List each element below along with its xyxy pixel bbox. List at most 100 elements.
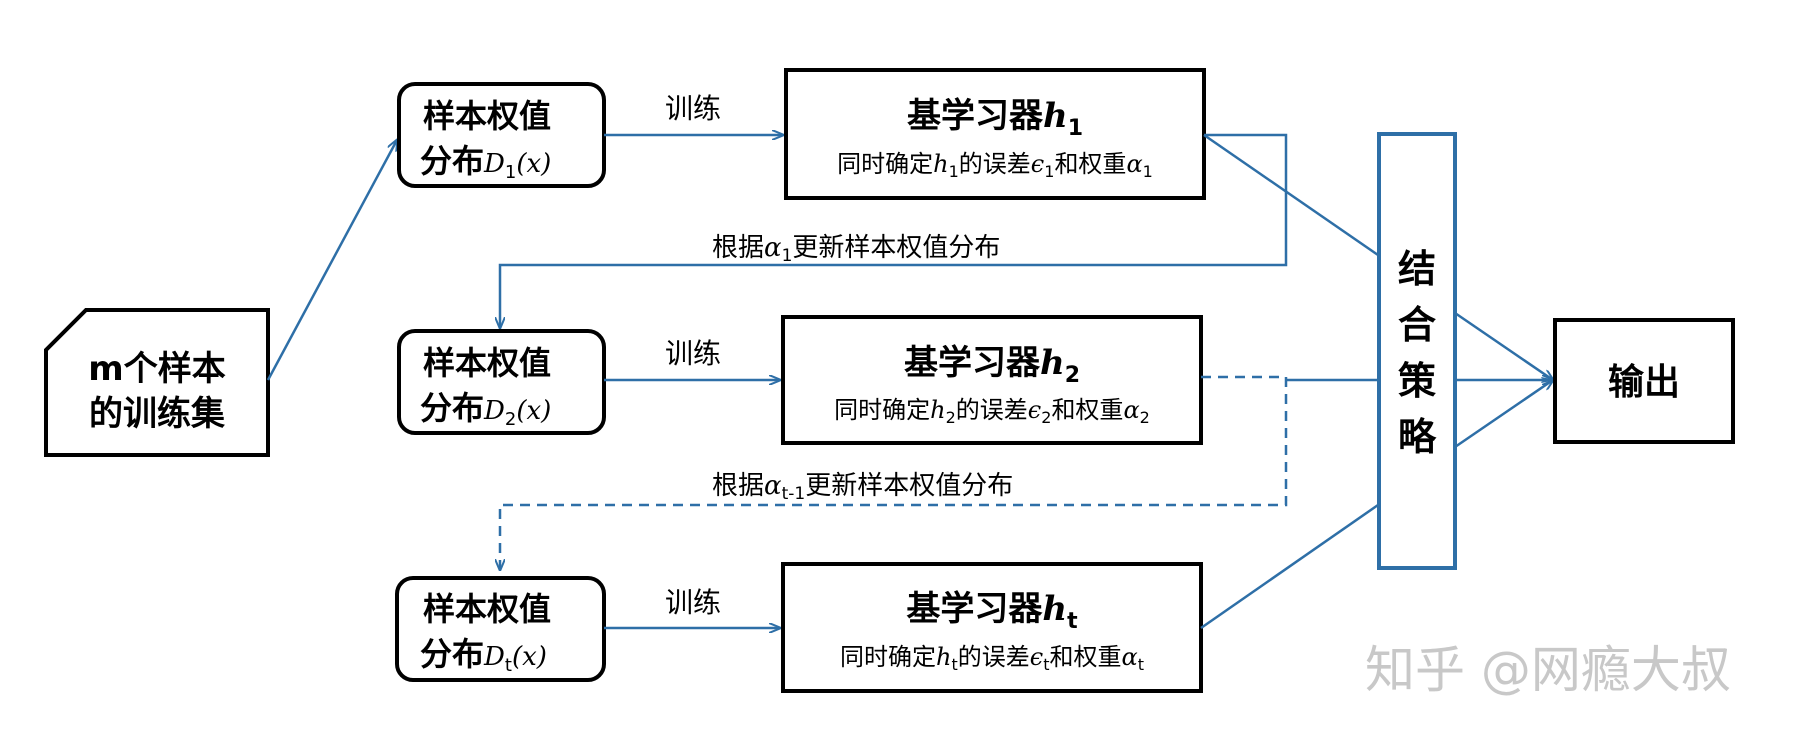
learner-1-title-text: 基学习器 [907, 96, 1044, 136]
learner-1-sub: 1 [1068, 116, 1083, 141]
arrow-strategy-to-output-bottom [1454, 380, 1553, 449]
learner-3-desc-and: 和权重 [1049, 643, 1121, 671]
learner-1-desc-and: 和权重 [1054, 150, 1126, 178]
learner-3-title-text: 基学习器 [906, 589, 1043, 629]
learner-1-desc-prefix: 同时确定 [837, 150, 933, 178]
weight-box-1-line1: 样本权值 [423, 97, 551, 135]
feedback-1-suffix: 更新样本权值分布 [792, 233, 1000, 263]
learner-box-2-desc: 同时确定h2的误差ϵ2和权重α2 [834, 396, 1150, 427]
arrow-dataset-to-weight1 [266, 140, 397, 381]
feedback-2-prefix: 根据 [712, 471, 764, 501]
learner-box-3-desc: 同时确定ht的误差ϵt和权重αt [840, 643, 1144, 674]
learner-2-desc-mid: 的误差 [956, 396, 1028, 424]
learner-1-desc-eps-sub: 1 [1044, 162, 1054, 181]
learner-2-desc-alpha: α [1123, 396, 1139, 424]
learner-2-symbol: h [1040, 343, 1065, 383]
strategy-char-1: 结 [1398, 247, 1436, 291]
output-label: 输出 [1608, 362, 1680, 403]
line-learner3-to-strategy [1200, 503, 1379, 630]
learner-3-desc-prefix: 同时确定 [840, 643, 936, 671]
weight-box-3-dist-label: 分布 [420, 635, 484, 673]
arrow-strategy-to-output-top [1454, 311, 1553, 380]
weight-box-3-dist-symbol: D [483, 642, 505, 672]
learner-box-1-desc: 同时确定h1的误差ϵ1和权重α1 [837, 150, 1153, 181]
learner-1-desc-alpha: α [1126, 150, 1142, 178]
row-3: 样本权值 分布Dt(x) 训练 基学习器ht 同时确定ht的误差ϵt和权重αt [395, 562, 1203, 693]
training-set-box: m个样本 的训练集 [44, 308, 270, 457]
learner-2-desc-eps: ϵ [1028, 396, 1041, 424]
weight-box-1-dist-sub: 1 [505, 162, 516, 183]
weight-box-2-dist-sub: 2 [505, 409, 516, 430]
weight-box-3-line2: 分布Dt(x) [420, 635, 547, 676]
weight-box-3-dist-sub: t [505, 655, 512, 676]
learner-2-desc-eps-sub: 2 [1041, 408, 1051, 427]
row-2: 样本权值 分布D2(x) 训练 基学习器h2 同时确定h2的误差ϵ2和权重α2 [397, 315, 1203, 445]
learner-2-sub: 2 [1065, 363, 1080, 388]
weight-box-3-line1: 样本权值 [423, 590, 551, 628]
line-learner1-to-strategy [1203, 133, 1379, 257]
learner-3-desc-eps-sub: t [1043, 655, 1049, 674]
training-set-line1: m个样本 [88, 349, 225, 389]
learner-1-desc-h: h [933, 150, 948, 178]
learner-3-desc-mid: 的误差 [958, 643, 1030, 671]
learner-box-2-title: 基学习器h2 [904, 343, 1080, 388]
feedback-1-sub: 1 [782, 246, 793, 266]
learner-2-desc-h: h [930, 396, 945, 424]
learner-2-desc-h-sub: 2 [946, 408, 956, 427]
learner-box-2 [781, 315, 1203, 445]
learner-2-desc-prefix: 同时确定 [834, 396, 930, 424]
learner-3-desc-alpha-sub: t [1138, 655, 1144, 674]
feedback-label-1: 根据α1更新样本权值分布 [712, 233, 1000, 266]
weight-box-2-dist-label: 分布 [420, 389, 484, 427]
training-set-line2: 的训练集 [89, 394, 225, 434]
learner-2-title-text: 基学习器 [904, 343, 1041, 383]
learner-1-symbol: h [1043, 96, 1068, 136]
feedback-arrow-2 [500, 375, 1288, 570]
feedback-1-prefix: 根据 [712, 233, 764, 263]
weight-box-1-dist-arg: (x) [516, 149, 551, 179]
weight-box-2-dist-symbol: D [483, 396, 505, 426]
row-1: 样本权值 分布D1(x) 训练 基学习器h1 同时确定h1的误差ϵ1和权重α1 [397, 68, 1206, 200]
weight-box-2-line2: 分布D2(x) [420, 389, 551, 430]
weight-box-2-line1: 样本权值 [423, 344, 551, 382]
learner-2-desc-alpha-sub: 2 [1140, 408, 1150, 427]
strategy-char-3: 策 [1398, 359, 1436, 403]
training-set-shape [44, 308, 270, 457]
train-label-2: 训练 [665, 337, 721, 370]
learner-3-desc-h: h [936, 643, 951, 671]
weight-box-3-dist-arg: (x) [512, 642, 547, 672]
feedback-label-2: 根据αt-1更新样本权值分布 [712, 471, 1013, 504]
weight-box-2-dist-arg: (x) [516, 396, 551, 426]
strategy-char-2: 合 [1398, 303, 1436, 347]
strategy-shape [1377, 132, 1457, 570]
learner-3-desc-alpha: α [1121, 643, 1137, 671]
feedback-2-suffix: 更新样本权值分布 [805, 471, 1013, 501]
learner-1-desc-h-sub: 1 [949, 162, 959, 181]
output-shape [1553, 318, 1735, 444]
watermark: 知乎 @网瘾大叔 [1365, 641, 1731, 699]
feedback-1-alpha: α [764, 233, 782, 263]
feedback-arrow-1 [500, 133, 1288, 328]
train-label-1: 训练 [665, 92, 721, 125]
learner-3-desc-h-sub: t [951, 655, 957, 674]
weight-box-1-dist-label: 分布 [420, 142, 484, 180]
output-box: 输出 [1553, 318, 1735, 444]
strategy-char-4: 略 [1398, 415, 1437, 459]
weight-box-1-line2: 分布D1(x) [420, 142, 551, 183]
learner-1-desc-mid: 的误差 [959, 150, 1031, 178]
feedback-2-alpha: α [764, 471, 782, 501]
learner-box-3-title: 基学习器ht [906, 589, 1078, 634]
learner-2-desc-and: 和权重 [1051, 396, 1123, 424]
learner-box-1-title: 基学习器h1 [907, 96, 1083, 141]
weight-box-1-dist-symbol: D [483, 149, 505, 179]
strategy-box: 结 合 策 略 [1377, 132, 1457, 570]
learner-3-desc-eps: ϵ [1030, 643, 1043, 671]
train-label-3: 训练 [665, 586, 721, 619]
weight-box-2 [397, 329, 606, 435]
learner-3-symbol: h [1042, 589, 1067, 629]
learner-3-sub: t [1067, 609, 1078, 634]
feedback-2-sub: t-1 [782, 484, 806, 504]
learner-1-desc-eps: ϵ [1031, 150, 1044, 178]
learner-1-desc-alpha-sub: 1 [1143, 162, 1153, 181]
